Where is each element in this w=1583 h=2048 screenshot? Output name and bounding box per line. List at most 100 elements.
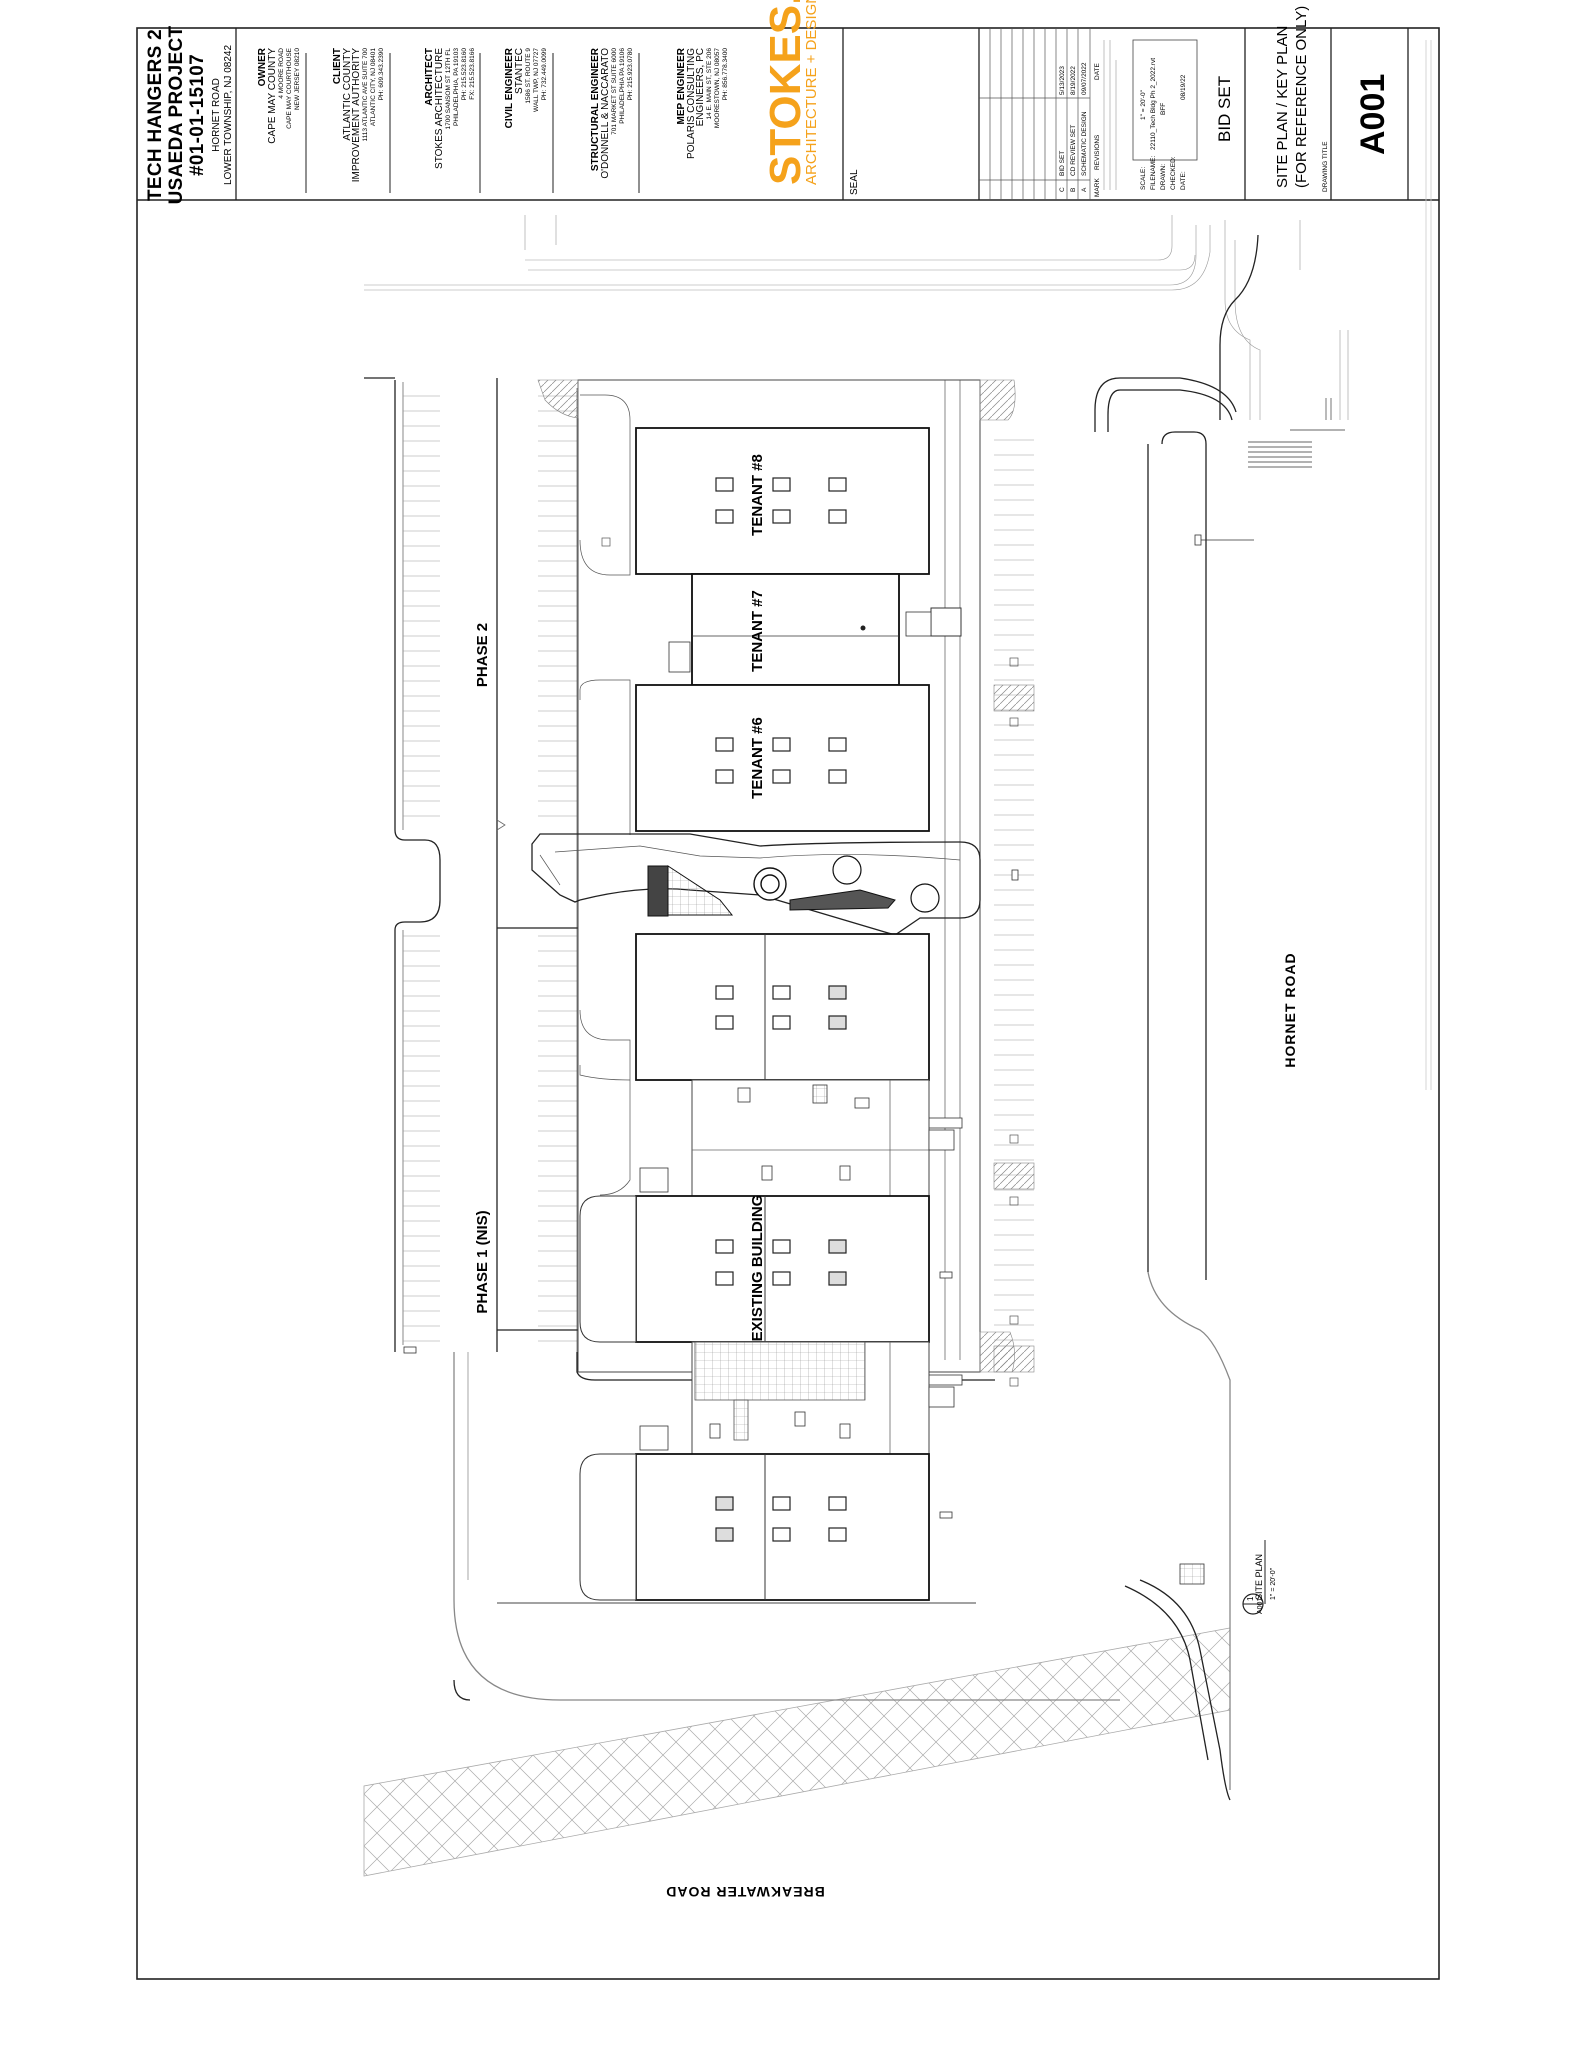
revision-desc: BID SET <box>1059 151 1066 176</box>
revision-date: 09/07/2022 <box>1081 62 1088 95</box>
logo-wordmark: STOKES. <box>761 0 810 185</box>
consultant-team: OWNER CAPE MAY COUNTY 4 MOORE ROAD CAPE … <box>257 47 729 193</box>
tank <box>832 855 862 885</box>
mep-role: MEP ENGINEER <box>676 47 687 124</box>
tank <box>910 883 940 913</box>
ada-aisle <box>993 684 1035 712</box>
project-address-line2: LOWER TOWNSHIP, NJ 08242 <box>223 45 234 185</box>
client-line: IMPROVEMENT AUTHORITY <box>351 48 362 183</box>
owner-line: CAPE MAY COUNTY <box>267 48 278 144</box>
filename-value: 22110_Tech Bldg Ph 2_2022.rvt <box>1150 58 1157 150</box>
civil-line: STANTEC <box>514 48 525 94</box>
tenant7-building <box>691 573 900 686</box>
revision-header-date: DATE <box>1094 62 1101 80</box>
phase1-building-c <box>635 1453 930 1601</box>
project-title-line2: USAEDA PROJECT <box>166 26 187 205</box>
seal-label: SEAL <box>849 169 860 195</box>
architect-line: 1700 SANSOM ST 12TH FL <box>445 48 452 130</box>
mep-block: MEP ENGINEER POLARIS CONSULTING ENGINEER… <box>676 47 729 159</box>
view-tag-sheet: A001 <box>1257 1598 1264 1614</box>
client-block: CLIENT ATLANTIC COUNTY IMPROVEMENT AUTHO… <box>332 48 391 193</box>
sign-post <box>1194 534 1254 546</box>
accessible-symbol <box>1009 1134 1019 1144</box>
view-tag-scale: 1" = 20'-0" <box>1270 1567 1277 1600</box>
civil-block: CIVIL ENGINEER STANTEC 1586 ST. ROUTE 9 … <box>504 47 554 193</box>
structural-line: 701 MARKET ST SUITE 6000 <box>611 48 618 135</box>
tenant8-label: TENANT #8 <box>749 454 766 536</box>
stokes-logo: STOKES. ARCHITECTURE + DESIGN <box>761 0 820 185</box>
phase2-label: PHASE 2 <box>474 623 491 687</box>
accessible-symbol <box>1009 1377 1019 1387</box>
revision-desc: CD REVIEW SET <box>1070 125 1077 176</box>
filename-label: FILENAME: <box>1150 155 1157 190</box>
set-name: BID SET <box>1215 76 1234 142</box>
architect-role: ARCHITECT <box>424 48 435 106</box>
mep-line: PH: 856.778.3400 <box>722 48 729 101</box>
revision-table: MARK REVISIONS DATE C BID SET 5/13/2023 … <box>979 28 1117 200</box>
ada-aisle <box>993 1345 1035 1373</box>
scale-value: 1" = 20'-0" <box>1140 89 1147 120</box>
phase1-buildings <box>497 933 976 1604</box>
set-name-text: BID SET <box>1215 76 1234 142</box>
left-parking <box>364 377 995 1381</box>
drawing-title-line2: (FOR REFERENCE ONLY) <box>1293 6 1310 188</box>
seal-area: SEAL <box>849 169 860 195</box>
phase1-building-a <box>635 933 930 1081</box>
revision-mark: C <box>1059 187 1066 192</box>
project-number: #01-01-15107 <box>187 54 208 176</box>
structural-role: STRUCTURAL ENGINEER <box>590 47 601 171</box>
mep-line: ENGINEERS, PC <box>695 48 706 126</box>
existing-building <box>635 1195 930 1343</box>
tenant7-label: TENANT #7 <box>749 590 766 672</box>
client-line: 1113 ATLANTIC AVE SUITE 700 <box>362 48 369 142</box>
project-info: TECH HANGERS 2 USAEDA PROJECT #01-01-151… <box>145 26 234 205</box>
phase2-buildings <box>635 427 932 832</box>
project-address-line1: HORNET ROAD <box>211 78 222 152</box>
phase1-label: PHASE 1 (NIS) <box>474 1210 491 1313</box>
drawing-title-label: DRAWING TITLE <box>1322 141 1329 192</box>
client-role: CLIENT <box>332 48 343 84</box>
central-plaza <box>531 833 1019 936</box>
inlet-grate <box>1179 1563 1205 1585</box>
revision-disclaimer <box>1103 40 1117 190</box>
client-line: PH: 609.343.2390 <box>378 48 385 101</box>
revision-mark: A <box>1081 187 1088 192</box>
stair <box>647 865 669 917</box>
lower-drive <box>453 1352 1120 1701</box>
structural-line: PH: 215.923.0780 <box>627 48 634 101</box>
title-block-grid <box>235 28 1409 200</box>
logo-tagline: ARCHITECTURE + DESIGN <box>803 0 820 185</box>
revision-date: 8/19/2022 <box>1070 66 1077 95</box>
date-label: DATE: <box>1180 171 1187 190</box>
sheet-number-text: A001 <box>1354 74 1392 155</box>
drawn-label: DRAWN: <box>1160 164 1167 190</box>
breakwater-road-hatch <box>363 1627 1231 1877</box>
breakwater-road-label: BREAKWATER ROAD <box>665 1884 824 1900</box>
structural-line: PHILADELPHIA PA 19106 <box>619 48 626 124</box>
site-plan: TENANT #8 TENANT #7 TENANT #6 EXISTING B… <box>363 215 1349 1900</box>
architect-line: FX: 215.523.8166 <box>469 48 476 100</box>
project-title-line1: TECH HANGERS 2 <box>145 29 166 201</box>
structural-block: STRUCTURAL ENGINEER O'DONNELL & NACCARAT… <box>590 47 640 193</box>
structural-line: O'DONNELL & NACCARATO <box>600 48 611 179</box>
architect-line: STOKES ARCHITECTURE <box>434 48 445 169</box>
top-street-curbs <box>364 215 1349 420</box>
client-line: ATLANTIC COUNTY <box>342 48 353 141</box>
existing-building-label: EXISTING BUILDING <box>749 1195 766 1342</box>
accessible-symbol <box>1009 717 1019 727</box>
view-tag-title: SITE PLAN <box>1254 1554 1264 1600</box>
view-tag-number: 1 <box>1246 1596 1255 1601</box>
view-tag: 1 A001 SITE PLAN 1" = 20'-0" <box>1242 1540 1277 1615</box>
ada-aisle <box>993 1162 1035 1190</box>
sheet-number: A001 <box>1354 74 1392 155</box>
revision-header-mark: MARK <box>1094 178 1101 197</box>
mep-line: MOORESTOWN, NJ 08057 <box>714 48 721 128</box>
accessible-symbol <box>1009 1315 1019 1325</box>
owner-line: CAPE MAY COURTHOUSE <box>286 47 293 129</box>
hornet-road-curbs <box>453 234 1259 1801</box>
accessible-symbol <box>1009 1196 1019 1206</box>
date-value: 08/19/22 <box>1180 74 1187 100</box>
right-parking <box>927 380 1035 1519</box>
civil-line: WALL TWP, NJ 07727 <box>533 48 540 112</box>
courtyard <box>691 1079 930 1197</box>
